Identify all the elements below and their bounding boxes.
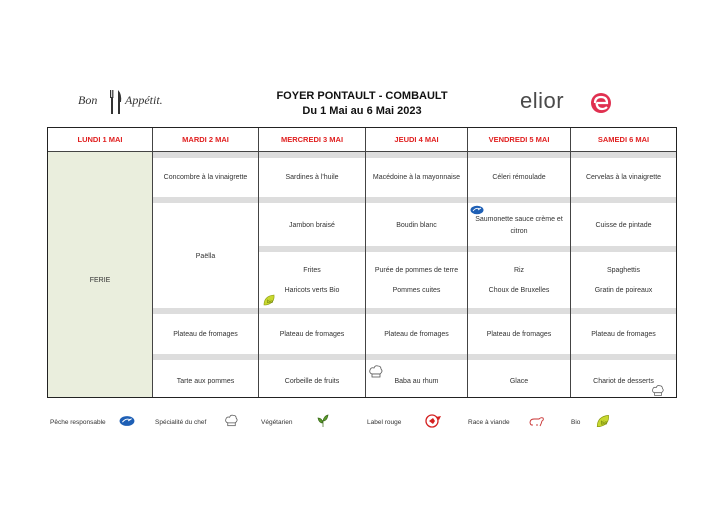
ferie-label: FERIE	[89, 277, 111, 284]
row-separator	[468, 354, 570, 360]
row-separator	[259, 308, 365, 314]
row-separator	[153, 308, 258, 314]
row-separator	[259, 246, 365, 252]
fromage: Plateau de fromages	[591, 331, 656, 338]
elior-wordmark: elior	[520, 88, 565, 113]
fish-icon	[119, 416, 135, 426]
svg-text:bio: bio	[267, 299, 274, 304]
row-separator	[571, 197, 676, 203]
garniture-1: Riz	[513, 267, 525, 274]
chef-hat-icon	[225, 414, 238, 427]
row-separator	[153, 152, 258, 158]
label-rouge-icon	[425, 414, 441, 428]
row-separator	[153, 197, 258, 203]
dessert: Baba au rhum	[394, 378, 439, 385]
garniture-2: Haricots verts Bio	[284, 287, 340, 294]
day-header: VENDREDI 5 MAI	[468, 128, 570, 152]
row-separator	[366, 308, 467, 314]
row-separator	[259, 152, 365, 158]
row-separator	[366, 152, 467, 158]
row-separator	[571, 308, 676, 314]
menu-title: FOYER PONTAULT - COMBAULT Du 1 Mai au 6 …	[250, 89, 474, 119]
bio-leaf-icon: bio	[263, 294, 275, 306]
plat-line-1: Saumonette sauce crème et	[475, 216, 563, 223]
fromage: Plateau de fromages	[384, 331, 449, 338]
dessert: Tarte aux pommes	[176, 378, 235, 385]
legend-chef-label: Spécialité du chef	[155, 419, 207, 426]
row-separator	[468, 197, 570, 203]
entree: Concombre à la vinaigrette	[163, 174, 248, 181]
row-separator	[153, 354, 258, 360]
row-separator	[571, 152, 676, 158]
day-column-vendredi: VENDREDI 5 MAI Céleri rémoulade Saumonet…	[468, 128, 571, 397]
cow-icon	[529, 417, 544, 427]
garniture-2: Choux de Bruxelles	[488, 287, 550, 294]
day-column-lundi: LUNDI 1 MAI FERIE	[48, 128, 153, 397]
row-separator	[259, 354, 365, 360]
legend-label-rouge-label: Label rouge	[367, 419, 402, 426]
plat: Jambon braisé	[289, 222, 335, 229]
menu-table: LUNDI 1 MAI FERIE MARDI 2 MAI Concombre …	[47, 127, 677, 398]
legend-peche-label: Pêche responsable	[50, 419, 106, 426]
plat: Boudin blanc	[396, 222, 437, 229]
svg-text:bio: bio	[601, 420, 608, 426]
entree: Macédoine à la mayonnaise	[372, 174, 461, 181]
row-separator	[366, 354, 467, 360]
plat: Paëlla	[195, 253, 216, 260]
day-header: SAMEDI 6 MAI	[571, 128, 676, 152]
dessert: Chariot de desserts	[593, 378, 654, 385]
fish-icon	[470, 205, 484, 215]
day-header: JEUDI 4 MAI	[366, 128, 467, 152]
garniture-1: Spaghettis	[606, 267, 641, 274]
bio-leaf-icon: bio	[596, 415, 609, 427]
row-separator	[468, 246, 570, 252]
day-header: MARDI 2 MAI	[153, 128, 258, 152]
leaf-icon	[317, 414, 329, 427]
elior-e-icon	[591, 93, 611, 113]
entree: Cervelas à la vinaigrette	[585, 174, 662, 181]
legend-vegetarien-label: Végétarien	[261, 419, 293, 426]
ferie-cell: FERIE	[48, 152, 152, 397]
title-line-2: Du 1 Mai au 6 Mai 2023	[302, 105, 422, 117]
dessert: Corbeille de fruits	[284, 378, 340, 385]
row-separator	[571, 246, 676, 252]
legend: Pêche responsable Spécialité du chef Vég…	[0, 412, 725, 432]
fromage: Plateau de fromages	[279, 331, 345, 338]
legend-race-viande-label: Race à viande	[468, 419, 510, 426]
logo-left-word-2: Appétit.	[125, 93, 163, 107]
entree: Sardines à l'huile	[285, 174, 339, 181]
day-header: LUNDI 1 MAI	[48, 128, 152, 152]
row-separator	[259, 197, 365, 203]
chef-hat-icon	[652, 385, 664, 396]
row-separator	[468, 308, 570, 314]
garniture-2: Gratin de poireaux	[594, 287, 653, 294]
row-separator	[366, 197, 467, 203]
day-header: MERCREDI 3 MAI	[259, 128, 365, 152]
fork-knife-icon	[110, 90, 122, 114]
garniture-1: Purée de pommes de terre	[374, 267, 459, 274]
day-column-jeudi: JEUDI 4 MAI Macédoine à la mayonnaise Bo…	[366, 128, 468, 397]
entree: Céleri rémoulade	[492, 174, 546, 181]
day-column-mardi: MARDI 2 MAI Concombre à la vinaigrette P…	[153, 128, 259, 397]
garniture-2: Pommes cuites	[392, 287, 441, 294]
title-line-1: FOYER PONTAULT - COMBAULT	[276, 90, 448, 102]
chef-hat-icon	[369, 365, 383, 378]
plat-line-2: citron	[510, 228, 528, 235]
row-separator	[468, 152, 570, 158]
dessert: Glace	[509, 378, 529, 385]
garniture-1: Frites	[303, 267, 321, 274]
day-column-mercredi: MERCREDI 3 MAI Sardines à l'huile Jambon…	[259, 128, 366, 397]
logo-left-word-1: Bon	[78, 93, 98, 107]
fromage: Plateau de fromages	[486, 331, 552, 338]
legend-bio-label: Bio	[571, 419, 581, 426]
day-column-samedi: SAMEDI 6 MAI Cervelas à la vinaigrette C…	[571, 128, 676, 397]
bon-appetit-logo: Bon Appétit.	[78, 88, 188, 116]
row-separator	[366, 246, 467, 252]
row-separator	[571, 354, 676, 360]
plat: Cuisse de pintade	[595, 222, 652, 229]
fromage: Plateau de fromages	[173, 331, 238, 338]
